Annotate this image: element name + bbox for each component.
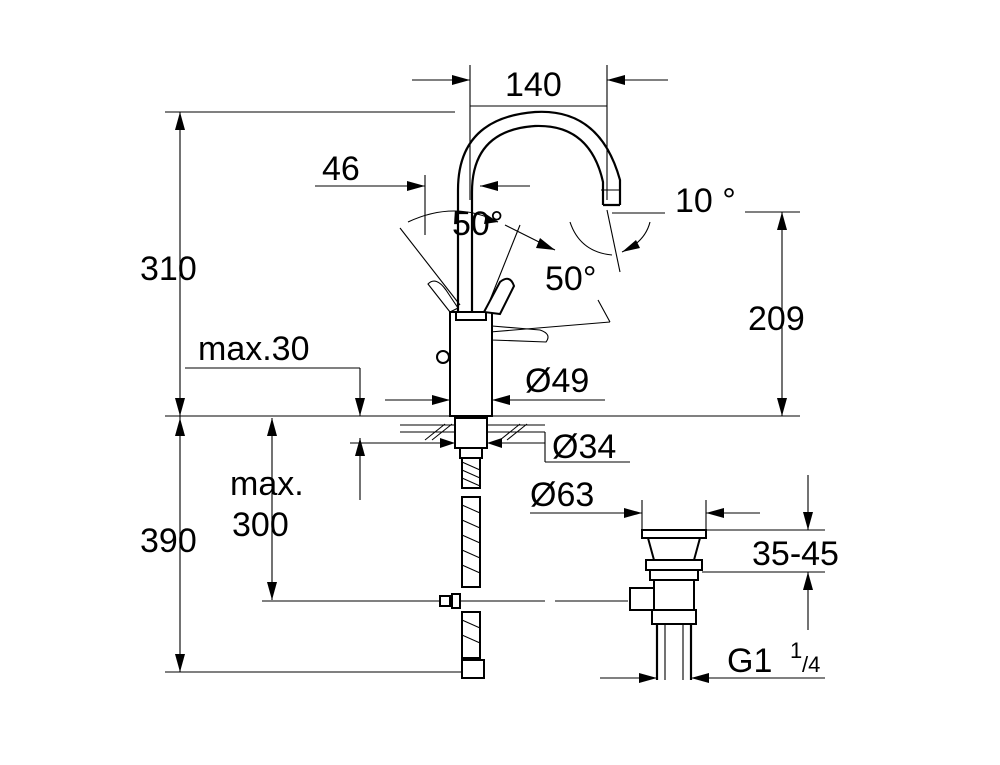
label-390: 390 xyxy=(140,522,197,560)
label-angle-right: 50° xyxy=(545,260,596,298)
label-46: 46 xyxy=(322,150,360,188)
label-209: 209 xyxy=(748,300,805,338)
dimension-390: 390 xyxy=(140,416,197,672)
mounting-section: Ø34 xyxy=(350,417,630,466)
label-thread-main: G1 xyxy=(727,642,772,680)
label-thread-sub: /4 xyxy=(802,652,820,677)
label-angle-spout: 10 ° xyxy=(675,182,736,220)
dimension-max-30: max.30 xyxy=(185,330,365,500)
dimension-310: 310 xyxy=(140,112,197,416)
label-140: 140 xyxy=(505,66,562,104)
supply-hoses xyxy=(262,457,628,679)
label-max-300-line2: 300 xyxy=(232,506,289,544)
label-dia-63: Ø63 xyxy=(530,476,594,514)
label-dia-34: Ø34 xyxy=(552,428,616,466)
faucet-body xyxy=(427,110,622,417)
label-max-30: max.30 xyxy=(198,330,310,368)
label-310: 310 xyxy=(140,250,197,288)
lever-angle-indicators: 50° 50° xyxy=(399,205,611,333)
label-thread-sup: 1 xyxy=(790,638,802,663)
label-35-45: 35-45 xyxy=(752,535,839,573)
spout-angle-indicator: 10 ° xyxy=(569,182,736,273)
dimension-dia-63: Ø63 xyxy=(530,476,760,530)
dimension-dia-49: Ø49 xyxy=(385,362,605,405)
dimension-140: 140 xyxy=(412,65,668,200)
drain-assembly xyxy=(629,529,707,680)
label-max-300-line1: max. xyxy=(230,465,304,503)
dimension-max-300: max. 300 xyxy=(230,418,304,600)
label-angle-left: 50° xyxy=(452,205,503,243)
dimension-35-45: 35-45 xyxy=(702,475,839,630)
label-dia-49: Ø49 xyxy=(525,362,589,400)
dimension-209: 209 xyxy=(748,212,805,416)
dimension-thread: G1 1 /4 xyxy=(600,638,825,683)
dimension-46: 46 xyxy=(315,150,530,235)
